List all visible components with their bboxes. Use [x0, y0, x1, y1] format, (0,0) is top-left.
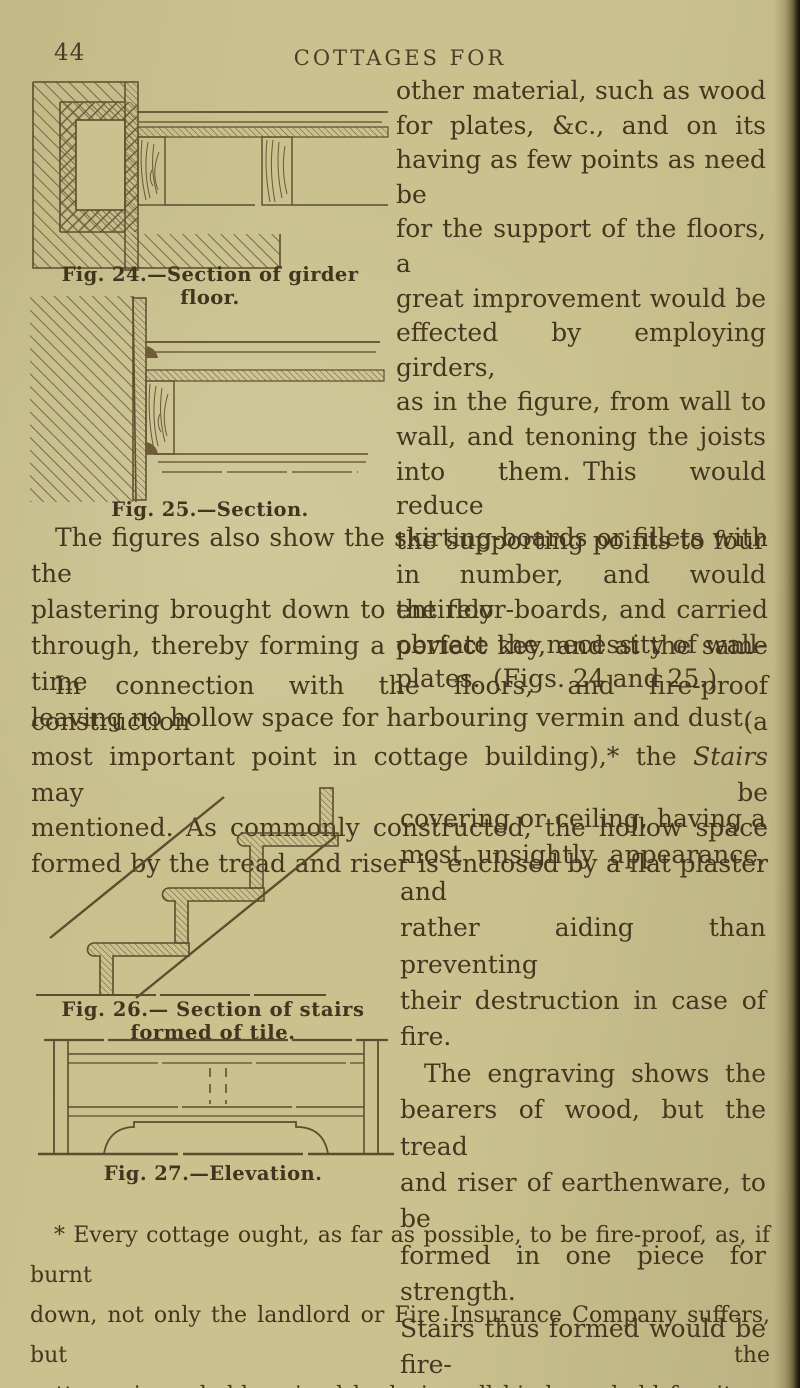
footnote: * Every cottage ought, as far as possibl…: [30, 1216, 770, 1388]
text-line: the supporting points to four: [396, 525, 766, 555]
text-line: leaving no hollow space for harbouring v…: [31, 703, 751, 732]
fig24-drawing: [32, 81, 389, 271]
page-number: 44: [54, 40, 86, 66]
fig25-caption: Fig. 25.—Section.: [111, 498, 309, 521]
text-line: bearers of wood, but the tread: [400, 1095, 766, 1161]
text-line: for the support of the floors, a: [396, 214, 766, 278]
fig24-caption: Fig. 24.—Section of girder floor.: [61, 263, 359, 309]
text-line: Stairs thus formed would be fire-: [400, 1313, 766, 1380]
fig26-drawing: [36, 787, 339, 999]
text-line: their destruction in case of fire.: [400, 986, 766, 1052]
text-line: mentioned. As commonly constructed, the …: [31, 813, 768, 842]
body-column-1: other material, such as wood for plates, …: [396, 74, 766, 697]
book-gutter-shadow: [774, 0, 800, 1388]
text-line: The engraving shows the: [424, 1058, 766, 1088]
text-line: in number, and would entirely: [396, 560, 766, 624]
text-line: as in the figure, from wall to: [396, 387, 766, 417]
text-line: proof, and would have a neat: [400, 1384, 766, 1388]
text-line: for plates, &c., and on its: [396, 110, 766, 140]
text-line: having as few points as need be: [396, 145, 766, 209]
fig25-drawing: [30, 295, 385, 503]
text-line: formed in one piece for strength.: [400, 1240, 766, 1307]
text-line: other material, such as wood: [396, 76, 766, 105]
text-line: * Every cottage ought, as far as possibl…: [30, 1223, 770, 1288]
text-line: effected by employing girders,: [396, 318, 766, 382]
text-line: through, thereby forming a perfect key, …: [31, 631, 768, 696]
text-line: covering or ceiling, having a: [400, 804, 766, 833]
text-line: wall, and tenoning the joists: [396, 421, 766, 451]
text-line: great improvement would be: [396, 283, 766, 313]
text-line: The figures also show the skirting-board…: [31, 523, 768, 588]
text-line: into them. This would reduce: [396, 456, 766, 521]
fig27-drawing: [38, 1038, 394, 1156]
text-line: rather aiding than preventing: [400, 913, 766, 979]
running-head: COTTAGES FOR: [293, 46, 507, 70]
fig27-caption: Fig. 27.—Elevation.: [103, 1162, 323, 1185]
text-line: cottager is probably ruined by losing al…: [30, 1376, 770, 1388]
text-line: down, not only the landlord or Fire Insu…: [30, 1303, 770, 1368]
text-line: plates. (Figs. 24 and 25.): [396, 664, 718, 694]
text-line: In connection with the floors, and fire-…: [31, 671, 768, 736]
text-line: plastering brought down to the floor-boa…: [31, 595, 768, 624]
text-line: and riser of earthenware, to be: [400, 1168, 766, 1234]
text-line: most important point in cottage building…: [31, 742, 768, 807]
text-line: most unsightly appearance, and: [400, 840, 766, 906]
body-paragraph-1: The figures also show the skirting-board…: [31, 520, 768, 736]
body-column-2: covering or ceiling, having a most unsigh…: [400, 801, 766, 1388]
text-line: obviate the necessity of wall-: [396, 629, 766, 659]
body-paragraph-2: In connection with the floors, and fire-…: [31, 668, 768, 881]
fig26-caption: Fig. 26.— Section of stairs formed of ti…: [61, 998, 365, 1044]
